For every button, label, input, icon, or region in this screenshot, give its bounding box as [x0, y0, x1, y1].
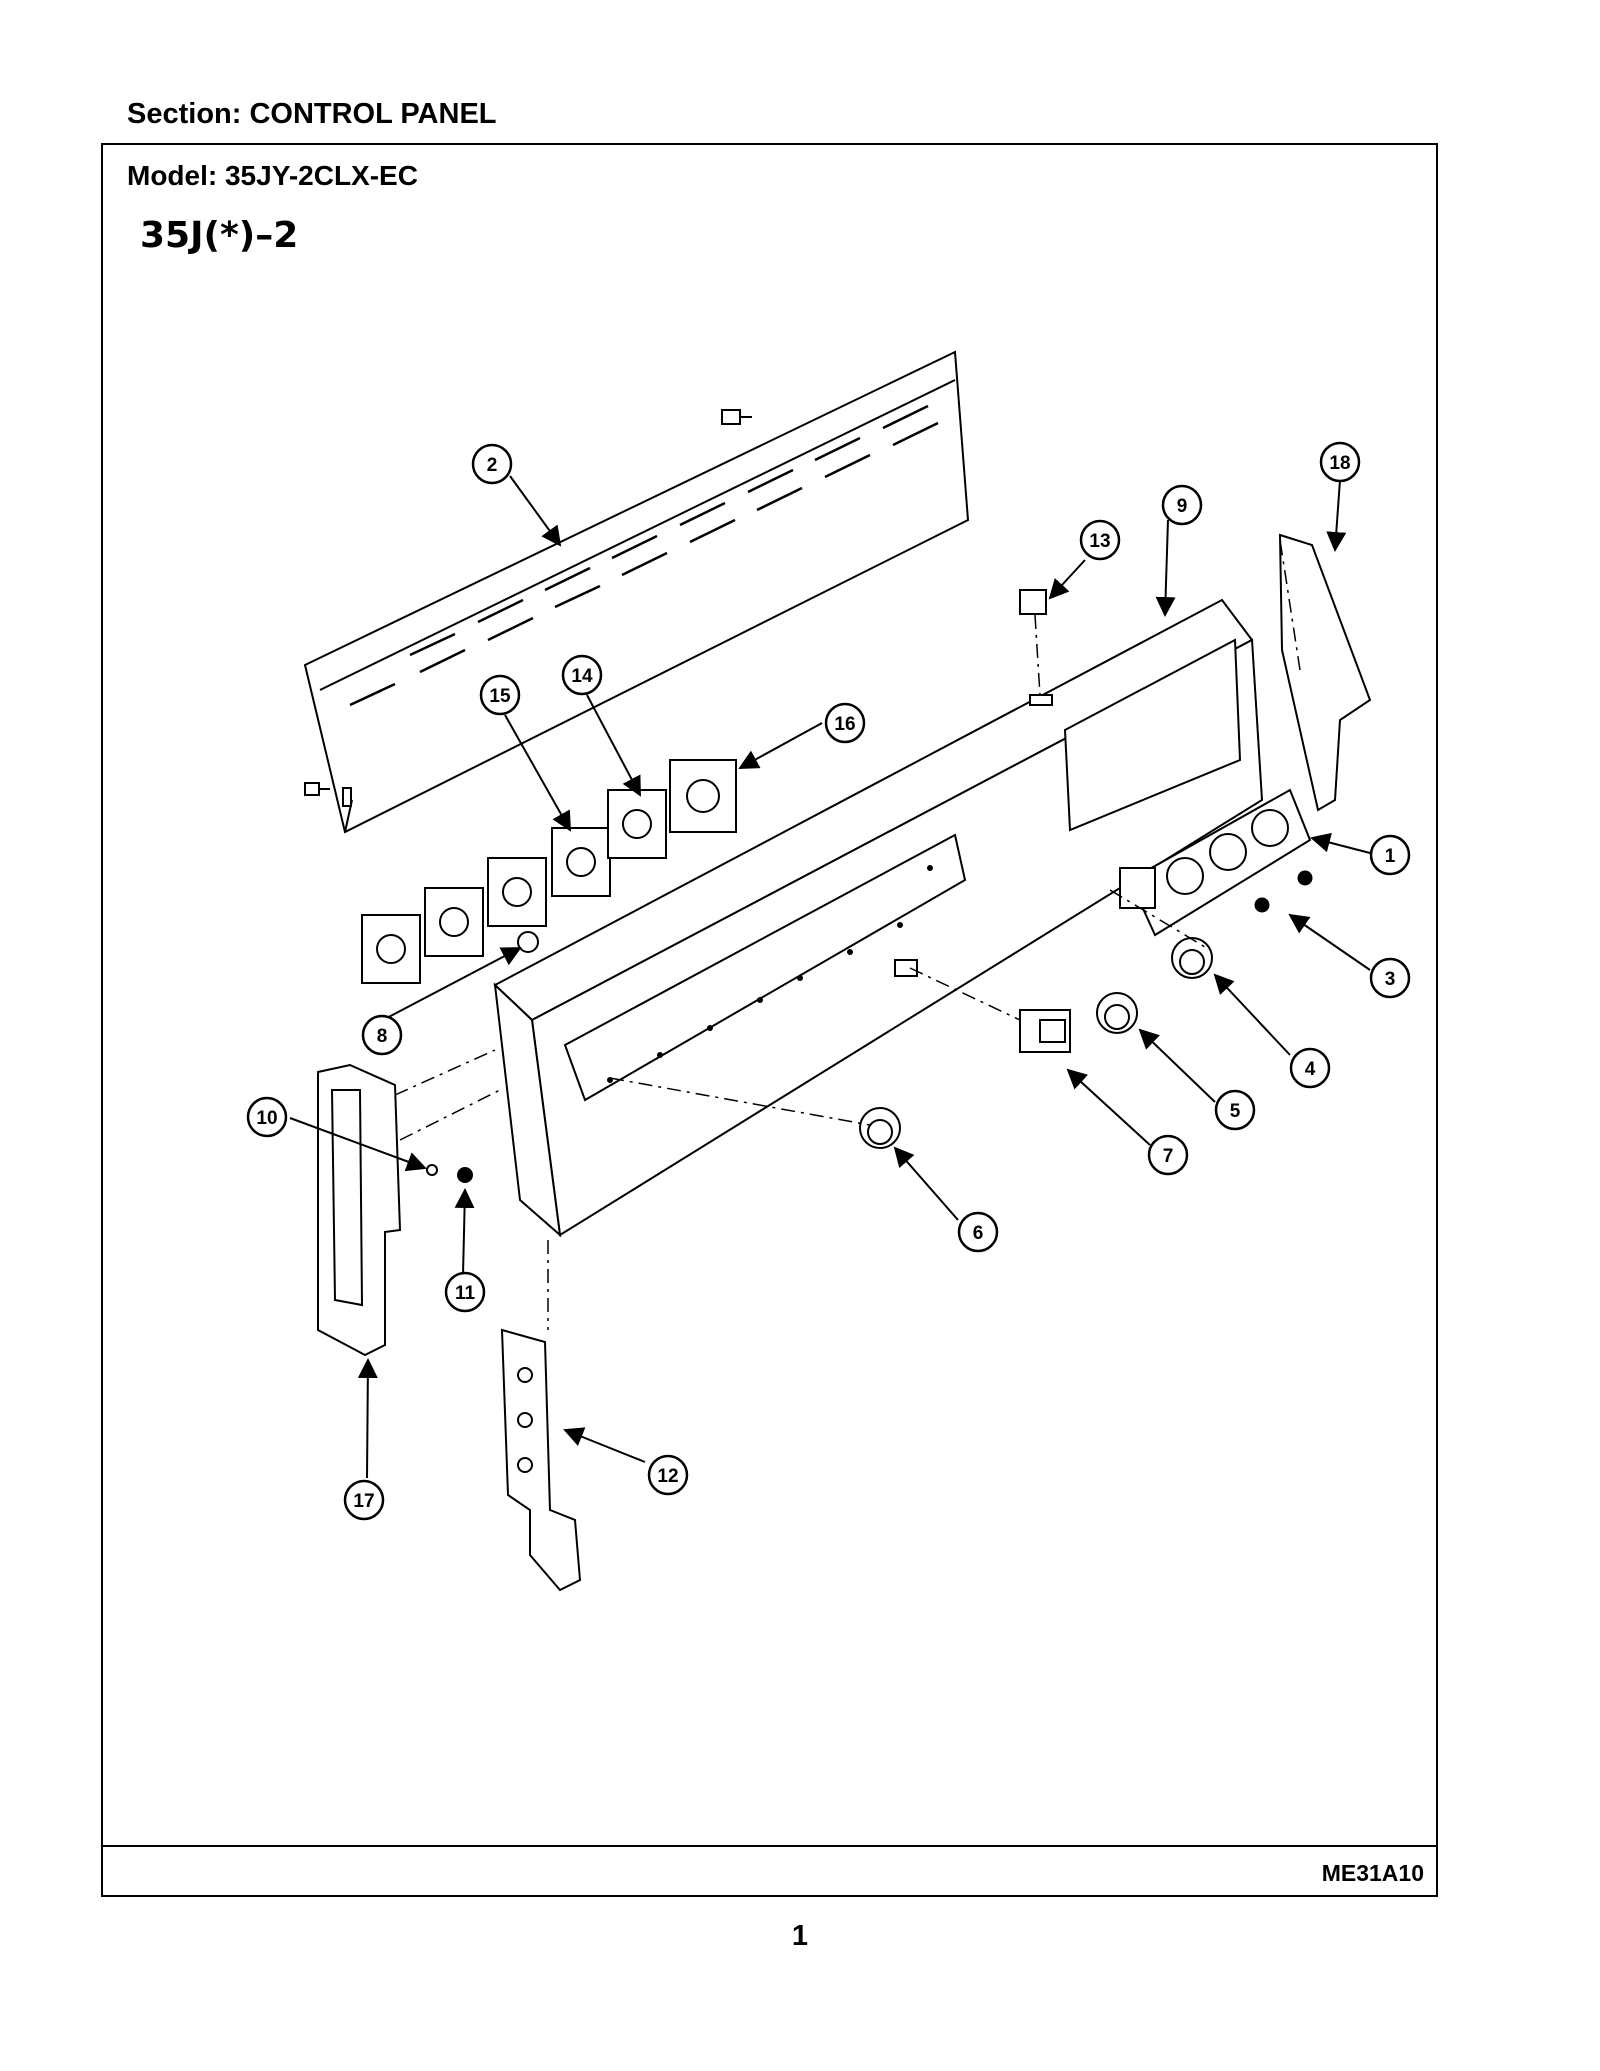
- callout-label: 4: [1305, 1059, 1316, 1080]
- callout-label: 1: [1385, 846, 1396, 867]
- callout-label: 10: [256, 1108, 277, 1129]
- callout-label: 2: [487, 455, 498, 476]
- callout-label: 3: [1385, 969, 1396, 990]
- right-end-cap-part: [1278, 533, 1372, 812]
- callout-12: 12: [647, 1454, 689, 1496]
- infinite-switch-parts: [361, 759, 737, 984]
- callout-7: 7: [1147, 1134, 1189, 1176]
- left-end-cap-part: [317, 1063, 402, 1357]
- section-title: Section: CONTROL PANEL: [127, 98, 497, 130]
- callout-label: 8: [377, 1026, 388, 1047]
- rear-panel-part: [303, 350, 970, 834]
- callout-label: 7: [1163, 1146, 1174, 1167]
- knob-parts: [859, 937, 1213, 1149]
- callout-18: 18: [1319, 441, 1361, 483]
- callout-label: 18: [1329, 453, 1350, 474]
- screw-part-11: [457, 1167, 473, 1183]
- model-label: Model: 35JY-2CLX-EC: [127, 160, 418, 191]
- callout-2: 2: [471, 443, 513, 485]
- callout-9: 9: [1161, 484, 1203, 526]
- callout-15: 15: [479, 674, 521, 716]
- callout-17: 17: [343, 1479, 385, 1521]
- callout-4: 4: [1289, 1047, 1331, 1089]
- callout-label: 15: [489, 686, 511, 707]
- alignment-lines: [394, 539, 1301, 1330]
- callout-1: 1: [1369, 834, 1411, 876]
- switch-part-13: [1019, 589, 1047, 615]
- callout-label: 12: [657, 1466, 678, 1487]
- callout-label: 13: [1089, 531, 1110, 552]
- callout-11: 11: [444, 1271, 486, 1313]
- screw-part: [304, 409, 752, 796]
- callout-leaders: [289, 475, 1371, 1479]
- callout-16: 16: [824, 702, 866, 744]
- callout-6: 6: [957, 1211, 999, 1253]
- small-part-8: [517, 931, 539, 953]
- callout-13: 13: [1079, 519, 1121, 561]
- rocker-switch-part-7: [1019, 1009, 1071, 1053]
- bracket-part: [500, 1328, 582, 1592]
- screw-part-3: [1254, 870, 1313, 913]
- document-code: ME31A10: [1321, 1860, 1424, 1886]
- callout-14: 14: [561, 654, 603, 696]
- small-part-10: [426, 1164, 438, 1176]
- page-number: 1: [791, 1920, 809, 1952]
- frame-divider: [103, 1845, 1436, 1847]
- callout-8: 8: [361, 1014, 403, 1056]
- main-control-panel-part: [493, 598, 1264, 1238]
- callout-label: 14: [571, 666, 593, 687]
- callout-label: 5: [1230, 1101, 1241, 1122]
- series-label: 35J(*)–2: [140, 215, 299, 256]
- callout-label: 16: [834, 714, 855, 735]
- callout-label: 6: [973, 1223, 984, 1244]
- callout-label: 17: [353, 1491, 374, 1512]
- diagram-frame: Model: 35JY-2CLX-EC 35J(*)–2 ME31A10: [101, 143, 1438, 1897]
- callout-label: 9: [1177, 496, 1188, 517]
- knob-bezel-part: [1119, 788, 1312, 937]
- callout-10: 10: [246, 1096, 288, 1138]
- callout-3: 3: [1369, 957, 1411, 999]
- callout-label: 11: [455, 1283, 476, 1304]
- callout-5: 5: [1214, 1089, 1256, 1131]
